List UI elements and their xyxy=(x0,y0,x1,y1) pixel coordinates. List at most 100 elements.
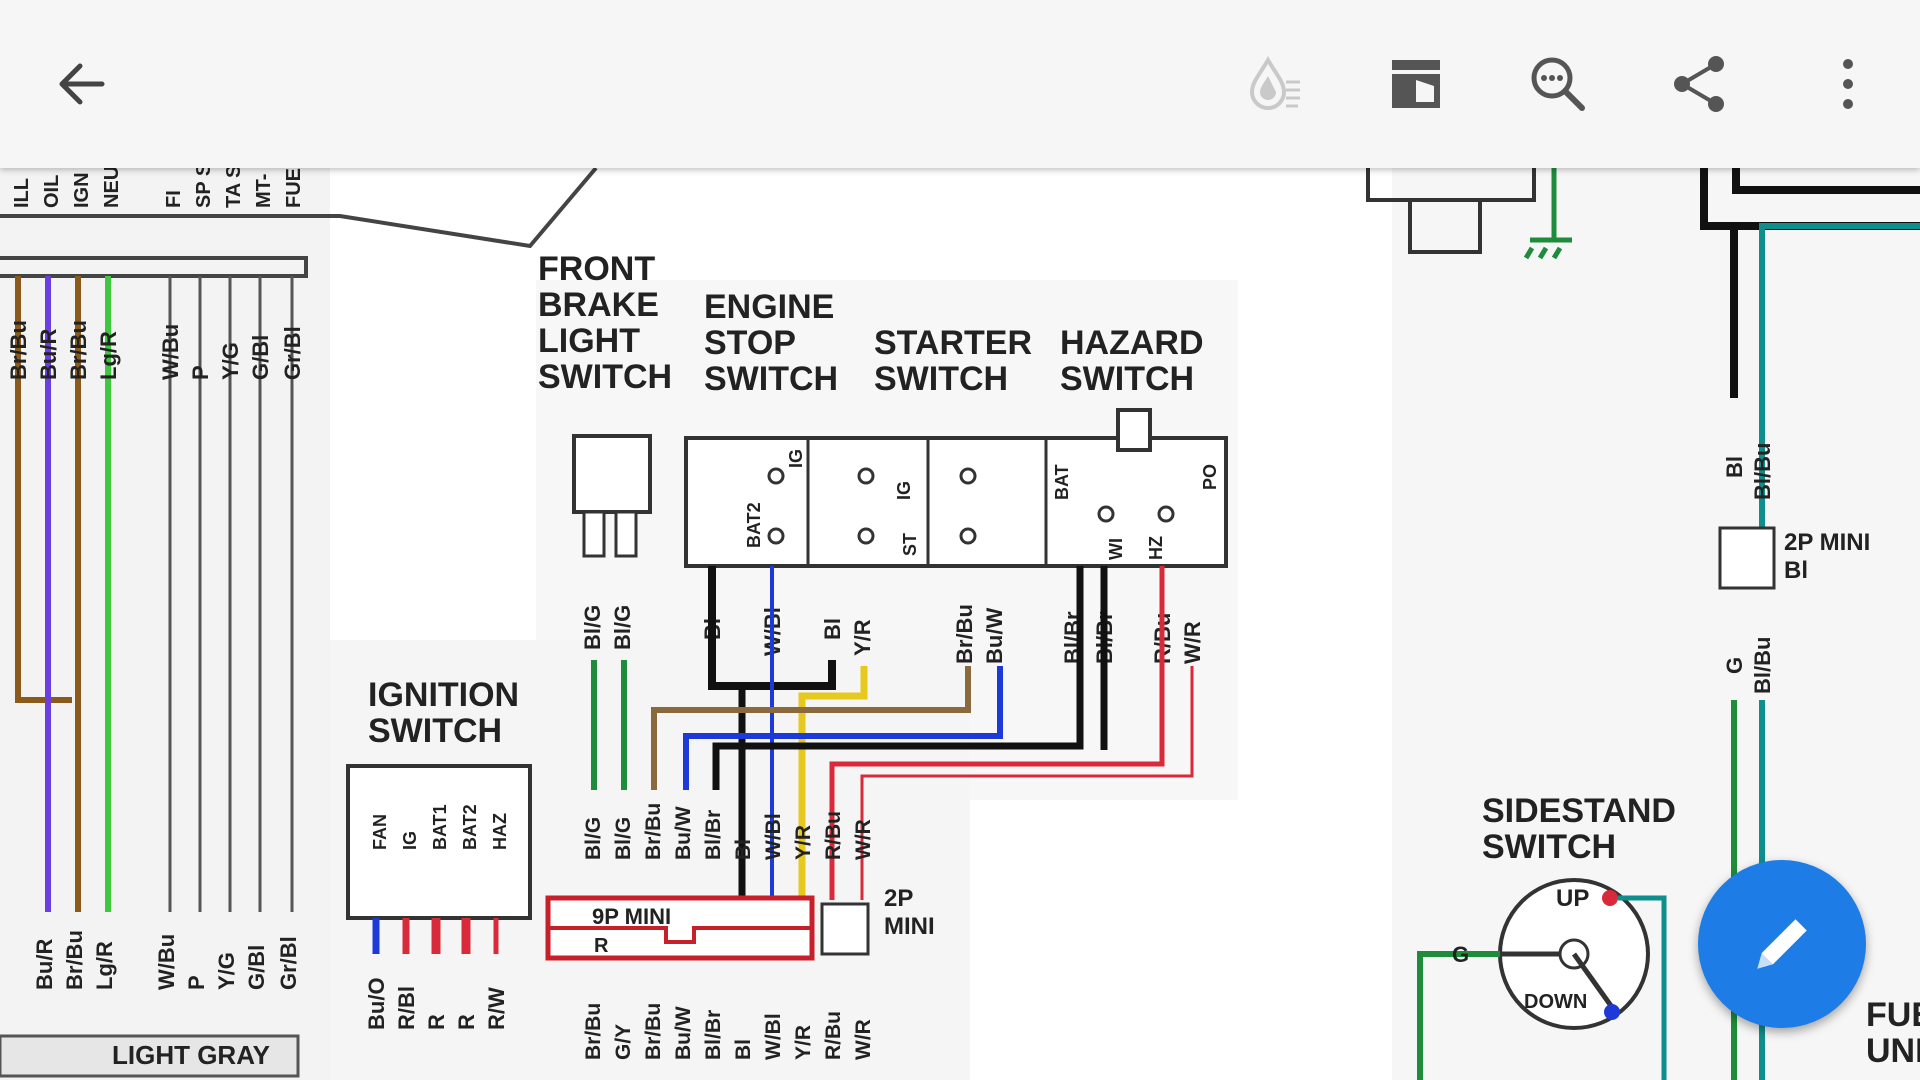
share-button[interactable] xyxy=(1660,44,1740,124)
svg-text:R: R xyxy=(594,935,609,957)
svg-text:STOP: STOP xyxy=(704,324,796,362)
left-upper-wires xyxy=(15,276,294,912)
svg-text:G: G xyxy=(1452,942,1469,967)
svg-text:BAT: BAT xyxy=(1052,464,1072,500)
svg-text:Bl/Bu: Bl/Bu xyxy=(1750,637,1775,694)
svg-text:Bu/R: Bu/R xyxy=(32,939,57,990)
svg-text:Br/Bu: Br/Bu xyxy=(642,803,665,860)
svg-text:SWITCH: SWITCH xyxy=(368,712,502,750)
hazard-title: HAZARD xyxy=(1060,324,1204,362)
svg-text:SWITCH: SWITCH xyxy=(1060,360,1194,398)
label-sps: SP S xyxy=(193,168,215,208)
svg-text:W/R: W/R xyxy=(1180,621,1205,664)
svg-text:MINI: MINI xyxy=(884,913,935,940)
svg-text:Gr/Bl: Gr/Bl xyxy=(276,936,301,990)
svg-text:Lg/R: Lg/R xyxy=(96,331,121,380)
more-options-button[interactable] xyxy=(1808,44,1888,124)
left-lower-wire-labels: Bu/R Br/Bu Lg/R W/Bu P Y/G G/Bl Gr/Bl xyxy=(20,915,320,1027)
svg-text:2P: 2P xyxy=(884,885,913,912)
zoom-search-icon xyxy=(1531,57,1585,111)
switch-cluster: ENGINE STOP SWITCH STARTER SWITCH HAZARD… xyxy=(684,288,1228,568)
back-button[interactable] xyxy=(42,44,122,124)
svg-text:Y/R: Y/R xyxy=(792,825,815,860)
svg-text:UP: UP xyxy=(1556,885,1589,912)
svg-text:Bl/Br: Bl/Br xyxy=(702,810,725,860)
svg-text:DOWN: DOWN xyxy=(1524,991,1587,1013)
svg-text:Bu/O: Bu/O xyxy=(364,977,389,1030)
left-upper-wire-labels: Br/Bu Bu/R Br/Bu Lg/R W/Bu P Y/G G/Bl Gr… xyxy=(6,320,305,380)
svg-text:Y/R: Y/R xyxy=(792,1025,815,1060)
svg-text:Br/Bu: Br/Bu xyxy=(66,320,91,380)
svg-text:Br/Bu: Br/Bu xyxy=(952,604,977,664)
svg-text:Bl/G: Bl/G xyxy=(612,817,635,860)
svg-text:SWITCH: SWITCH xyxy=(704,360,838,398)
svg-text:Bu/W: Bu/W xyxy=(672,806,695,860)
svg-text:R: R xyxy=(424,1014,449,1030)
svg-text:SWITCH: SWITCH xyxy=(1482,828,1616,866)
front-brake-light-switch: FRONT BRAKE LIGHT SWITCH Bl/G Bl/G xyxy=(538,250,672,650)
svg-text:IG: IG xyxy=(894,481,914,500)
wiring-diagram: ILL OIL IGN NEU FI SP S TA S MT- FUE Br/… xyxy=(0,168,1920,1080)
connector-light-gray-label: LIGHT GRAY xyxy=(112,1040,270,1070)
layout-icon xyxy=(1392,60,1440,108)
engine-stop-title: ENGINE xyxy=(704,288,834,326)
starter-title: STARTER xyxy=(874,324,1032,362)
color-filter-button[interactable] xyxy=(1234,44,1314,124)
svg-text:FRONT: FRONT xyxy=(538,250,655,288)
right-harness: Bl Bl/Bu 2P MINI Bl G Bl/Bu xyxy=(1366,168,1920,1080)
svg-text:BAT2: BAT2 xyxy=(744,502,764,548)
label-ign: IGN xyxy=(71,172,93,208)
svg-text:PO: PO xyxy=(1200,464,1220,490)
svg-text:G: G xyxy=(1722,657,1747,674)
svg-text:Br/Bu: Br/Bu xyxy=(582,1003,605,1060)
svg-text:Br/Bu: Br/Bu xyxy=(62,930,87,990)
svg-text:WI: WI xyxy=(1106,538,1126,560)
svg-text:2P MINI: 2P MINI xyxy=(1784,529,1870,556)
svg-text:UNI: UNI xyxy=(1866,1032,1920,1070)
svg-text:HZ: HZ xyxy=(1146,536,1166,560)
color-filter-icon xyxy=(1249,55,1300,110)
svg-text:Bl/G: Bl/G xyxy=(580,605,605,650)
zoom-search-button[interactable] xyxy=(1518,44,1598,124)
svg-text:Bl/Bu: Bl/Bu xyxy=(1750,443,1775,500)
ignition-switch: IGNITION SWITCH FAN IG BAT1 BAT2 HAZ Bu/… xyxy=(346,676,532,1030)
svg-text:Bl/Br: Bl/Br xyxy=(702,1010,725,1060)
label-mt: MT- xyxy=(253,174,275,208)
svg-text:Bu/W: Bu/W xyxy=(982,608,1007,664)
svg-text:W/R: W/R xyxy=(852,1019,875,1060)
svg-text:SWITCH: SWITCH xyxy=(538,358,672,396)
svg-text:LIGHT: LIGHT xyxy=(538,322,640,360)
svg-text:Bu/R: Bu/R xyxy=(36,329,61,380)
edit-fab-button[interactable] xyxy=(1698,860,1866,1028)
svg-text:HAZ: HAZ xyxy=(490,813,510,850)
svg-text:Bu/W: Bu/W xyxy=(672,1006,695,1060)
svg-text:Br/Bu: Br/Bu xyxy=(642,1003,665,1060)
label-fi: FI xyxy=(163,190,185,208)
svg-text:R/Bu: R/Bu xyxy=(822,811,845,860)
connector-9p-mini: Bl/G Bl/G Br/Bu Bu/W Bl/Br Bl W/Bl Y/R R… xyxy=(545,803,875,1060)
svg-text:W/Bl: W/Bl xyxy=(762,1013,785,1060)
arrow-left-icon xyxy=(59,63,105,105)
svg-text:ST: ST xyxy=(900,533,920,556)
share-icon xyxy=(1674,56,1724,112)
svg-text:W/Bl: W/Bl xyxy=(762,813,785,860)
svg-text:R/W: R/W xyxy=(484,987,509,1030)
sidestand-switch: SIDESTAND SWITCH UP DOWN G xyxy=(1417,792,1676,1080)
svg-text:R/Bu: R/Bu xyxy=(822,1011,845,1060)
svg-text:Br/Bu: Br/Bu xyxy=(6,320,31,380)
svg-text:Y/G: Y/G xyxy=(214,952,239,990)
svg-text:Gr/Bl: Gr/Bl xyxy=(280,326,305,380)
svg-text:W/R: W/R xyxy=(852,819,875,860)
svg-text:G/Bl: G/Bl xyxy=(244,945,269,990)
svg-text:Y/G: Y/G xyxy=(218,342,243,380)
svg-text:IG: IG xyxy=(400,831,420,850)
svg-text:IGNITION: IGNITION xyxy=(368,676,519,714)
layout-button[interactable] xyxy=(1376,44,1456,124)
label-fue: FUE xyxy=(283,168,305,208)
document-viewer[interactable]: ILL OIL IGN NEU FI SP S TA S MT- FUE Br/… xyxy=(0,168,1920,1080)
svg-text:P: P xyxy=(188,365,213,380)
svg-text:FUE: FUE xyxy=(1866,996,1920,1034)
svg-text:G/Bl: G/Bl xyxy=(248,335,273,380)
connector-2p-mini-mid: 2P MINI xyxy=(820,885,935,956)
svg-text:9P MINI: 9P MINI xyxy=(592,904,671,929)
